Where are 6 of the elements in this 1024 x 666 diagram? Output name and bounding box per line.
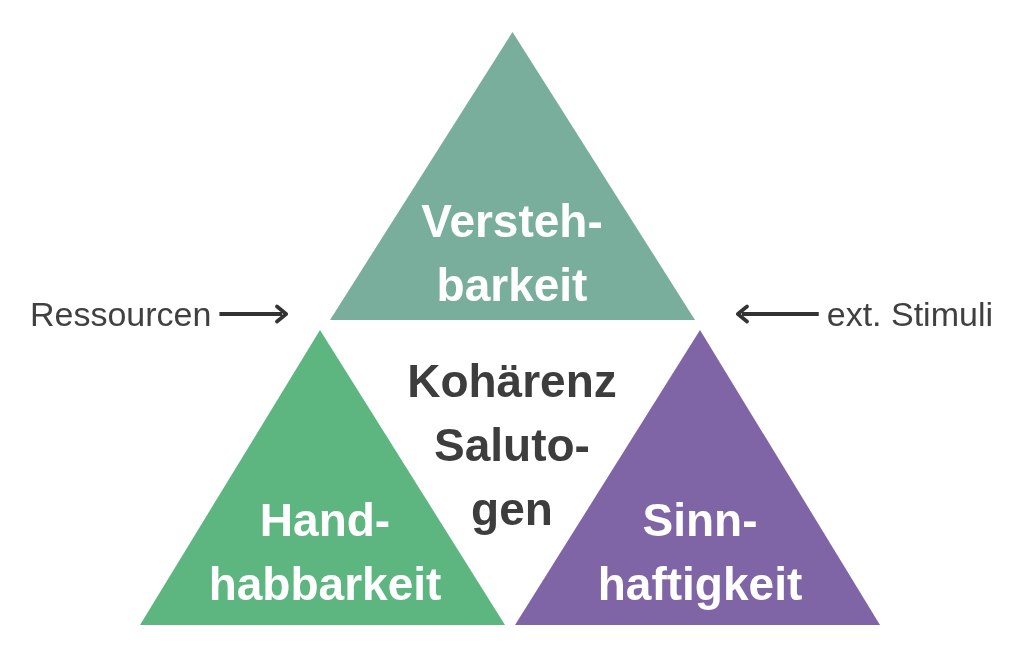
- text-label: ext. Stimuli: [826, 293, 993, 335]
- node-label: Versteh- barkeit: [421, 194, 603, 313]
- arrow: [736, 304, 819, 324]
- text-label: Ressourcen: [30, 293, 212, 335]
- triangle: [330, 32, 695, 320]
- arrow: [219, 304, 288, 324]
